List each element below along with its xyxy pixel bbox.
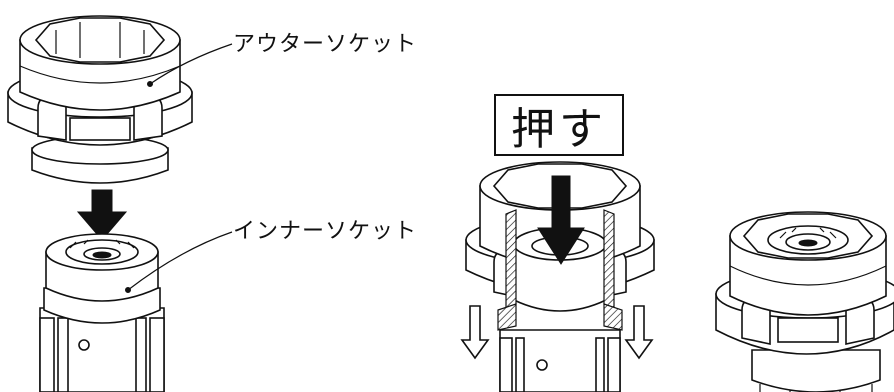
- assembled-socket: [715, 211, 894, 392]
- insert-arrow: [76, 189, 128, 241]
- right-down-arrow: [624, 305, 654, 360]
- outer-socket-label: アウターソケット: [233, 32, 418, 57]
- outer-socket: [7, 15, 233, 184]
- cutaway-assembly: [460, 161, 655, 392]
- inner-socket-label: インナーソケット: [233, 219, 418, 244]
- left-down-arrow: [460, 305, 490, 360]
- inner-socket: [39, 231, 233, 392]
- push-label: 押す: [494, 94, 624, 156]
